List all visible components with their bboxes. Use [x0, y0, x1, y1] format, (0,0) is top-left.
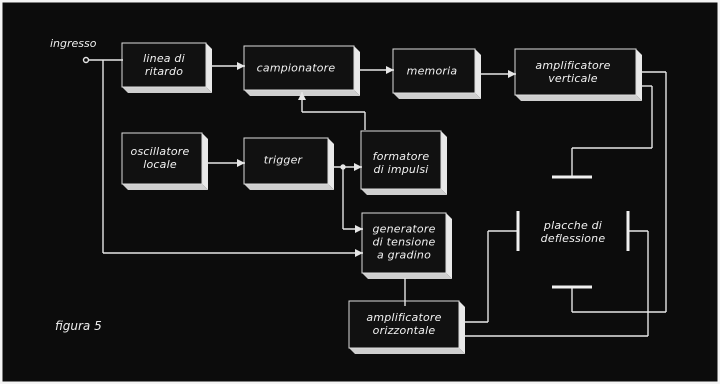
- block-side: [475, 49, 481, 99]
- arrow-into-former: [354, 163, 362, 171]
- input-label: ingresso: [50, 37, 97, 50]
- block-bottom: [122, 184, 208, 190]
- arrow-into-memory: [386, 66, 394, 74]
- input-terminal: [82, 56, 90, 64]
- block-bottom: [362, 273, 452, 279]
- block-face: [360, 130, 442, 190]
- block-side: [206, 43, 212, 93]
- block-oscillatore-label: oscillatore locale: [130, 145, 190, 171]
- connections: [82, 56, 667, 337]
- block-face: [243, 45, 355, 91]
- block-face: [121, 42, 207, 88]
- arrow-into-trigger: [237, 159, 245, 167]
- arrow-into-sampler: [237, 62, 245, 70]
- block-bottom: [244, 184, 334, 190]
- arrow-into-sampler-bottom: [298, 92, 306, 100]
- block-memoria: [392, 48, 481, 99]
- block-trigger-label: trigger: [263, 153, 303, 167]
- block-generatore-label: generatore di tensione a gradino: [372, 222, 436, 262]
- block-formatore: [360, 130, 447, 195]
- plates-label: placche di deflessione: [540, 219, 606, 245]
- block-bottom: [349, 348, 465, 354]
- block-side: [636, 49, 642, 101]
- block-side: [328, 138, 334, 190]
- block-campionatore-label: campionatore: [256, 61, 336, 75]
- block-bottom: [122, 87, 212, 93]
- block-amp-orizzontale: [348, 300, 465, 354]
- figure-caption: figura 5: [55, 319, 102, 333]
- block-amp-verticale: [514, 48, 642, 101]
- block-trigger: [243, 137, 334, 190]
- block-face: [243, 137, 329, 185]
- block-side: [446, 213, 452, 279]
- block-bottom: [393, 93, 481, 99]
- block-formatore-label: formatore di impulsi: [372, 150, 430, 176]
- block-bottom: [515, 95, 642, 101]
- block-amp-verticale-label: amplificatore verticale: [535, 59, 611, 85]
- arrow-into-vamp: [508, 70, 516, 78]
- block-generatore: [361, 212, 452, 279]
- block-face: [514, 48, 637, 96]
- block-linea-ritardo-label: linea di ritardo: [143, 52, 185, 78]
- block-bottom: [361, 189, 447, 195]
- block-face: [392, 48, 476, 94]
- arrow-into-generator-b: [355, 249, 363, 257]
- block-amp-orizzontale-label: amplificatore orizzontale: [366, 311, 442, 337]
- arrow-into-generator-a: [355, 225, 363, 233]
- block-side: [202, 133, 208, 190]
- block-face: [361, 212, 447, 274]
- block-oscillatore: [121, 132, 208, 190]
- block-face: [121, 132, 203, 185]
- block-side: [441, 131, 447, 195]
- block-face: [348, 300, 460, 349]
- deflection-plates: [516, 175, 630, 289]
- block-memoria-label: memoria: [406, 64, 458, 78]
- block-side: [459, 301, 465, 354]
- block-side: [354, 46, 360, 96]
- block-group: [121, 42, 642, 354]
- arrowheads: [237, 62, 516, 257]
- block-linea-ritardo: [121, 42, 212, 93]
